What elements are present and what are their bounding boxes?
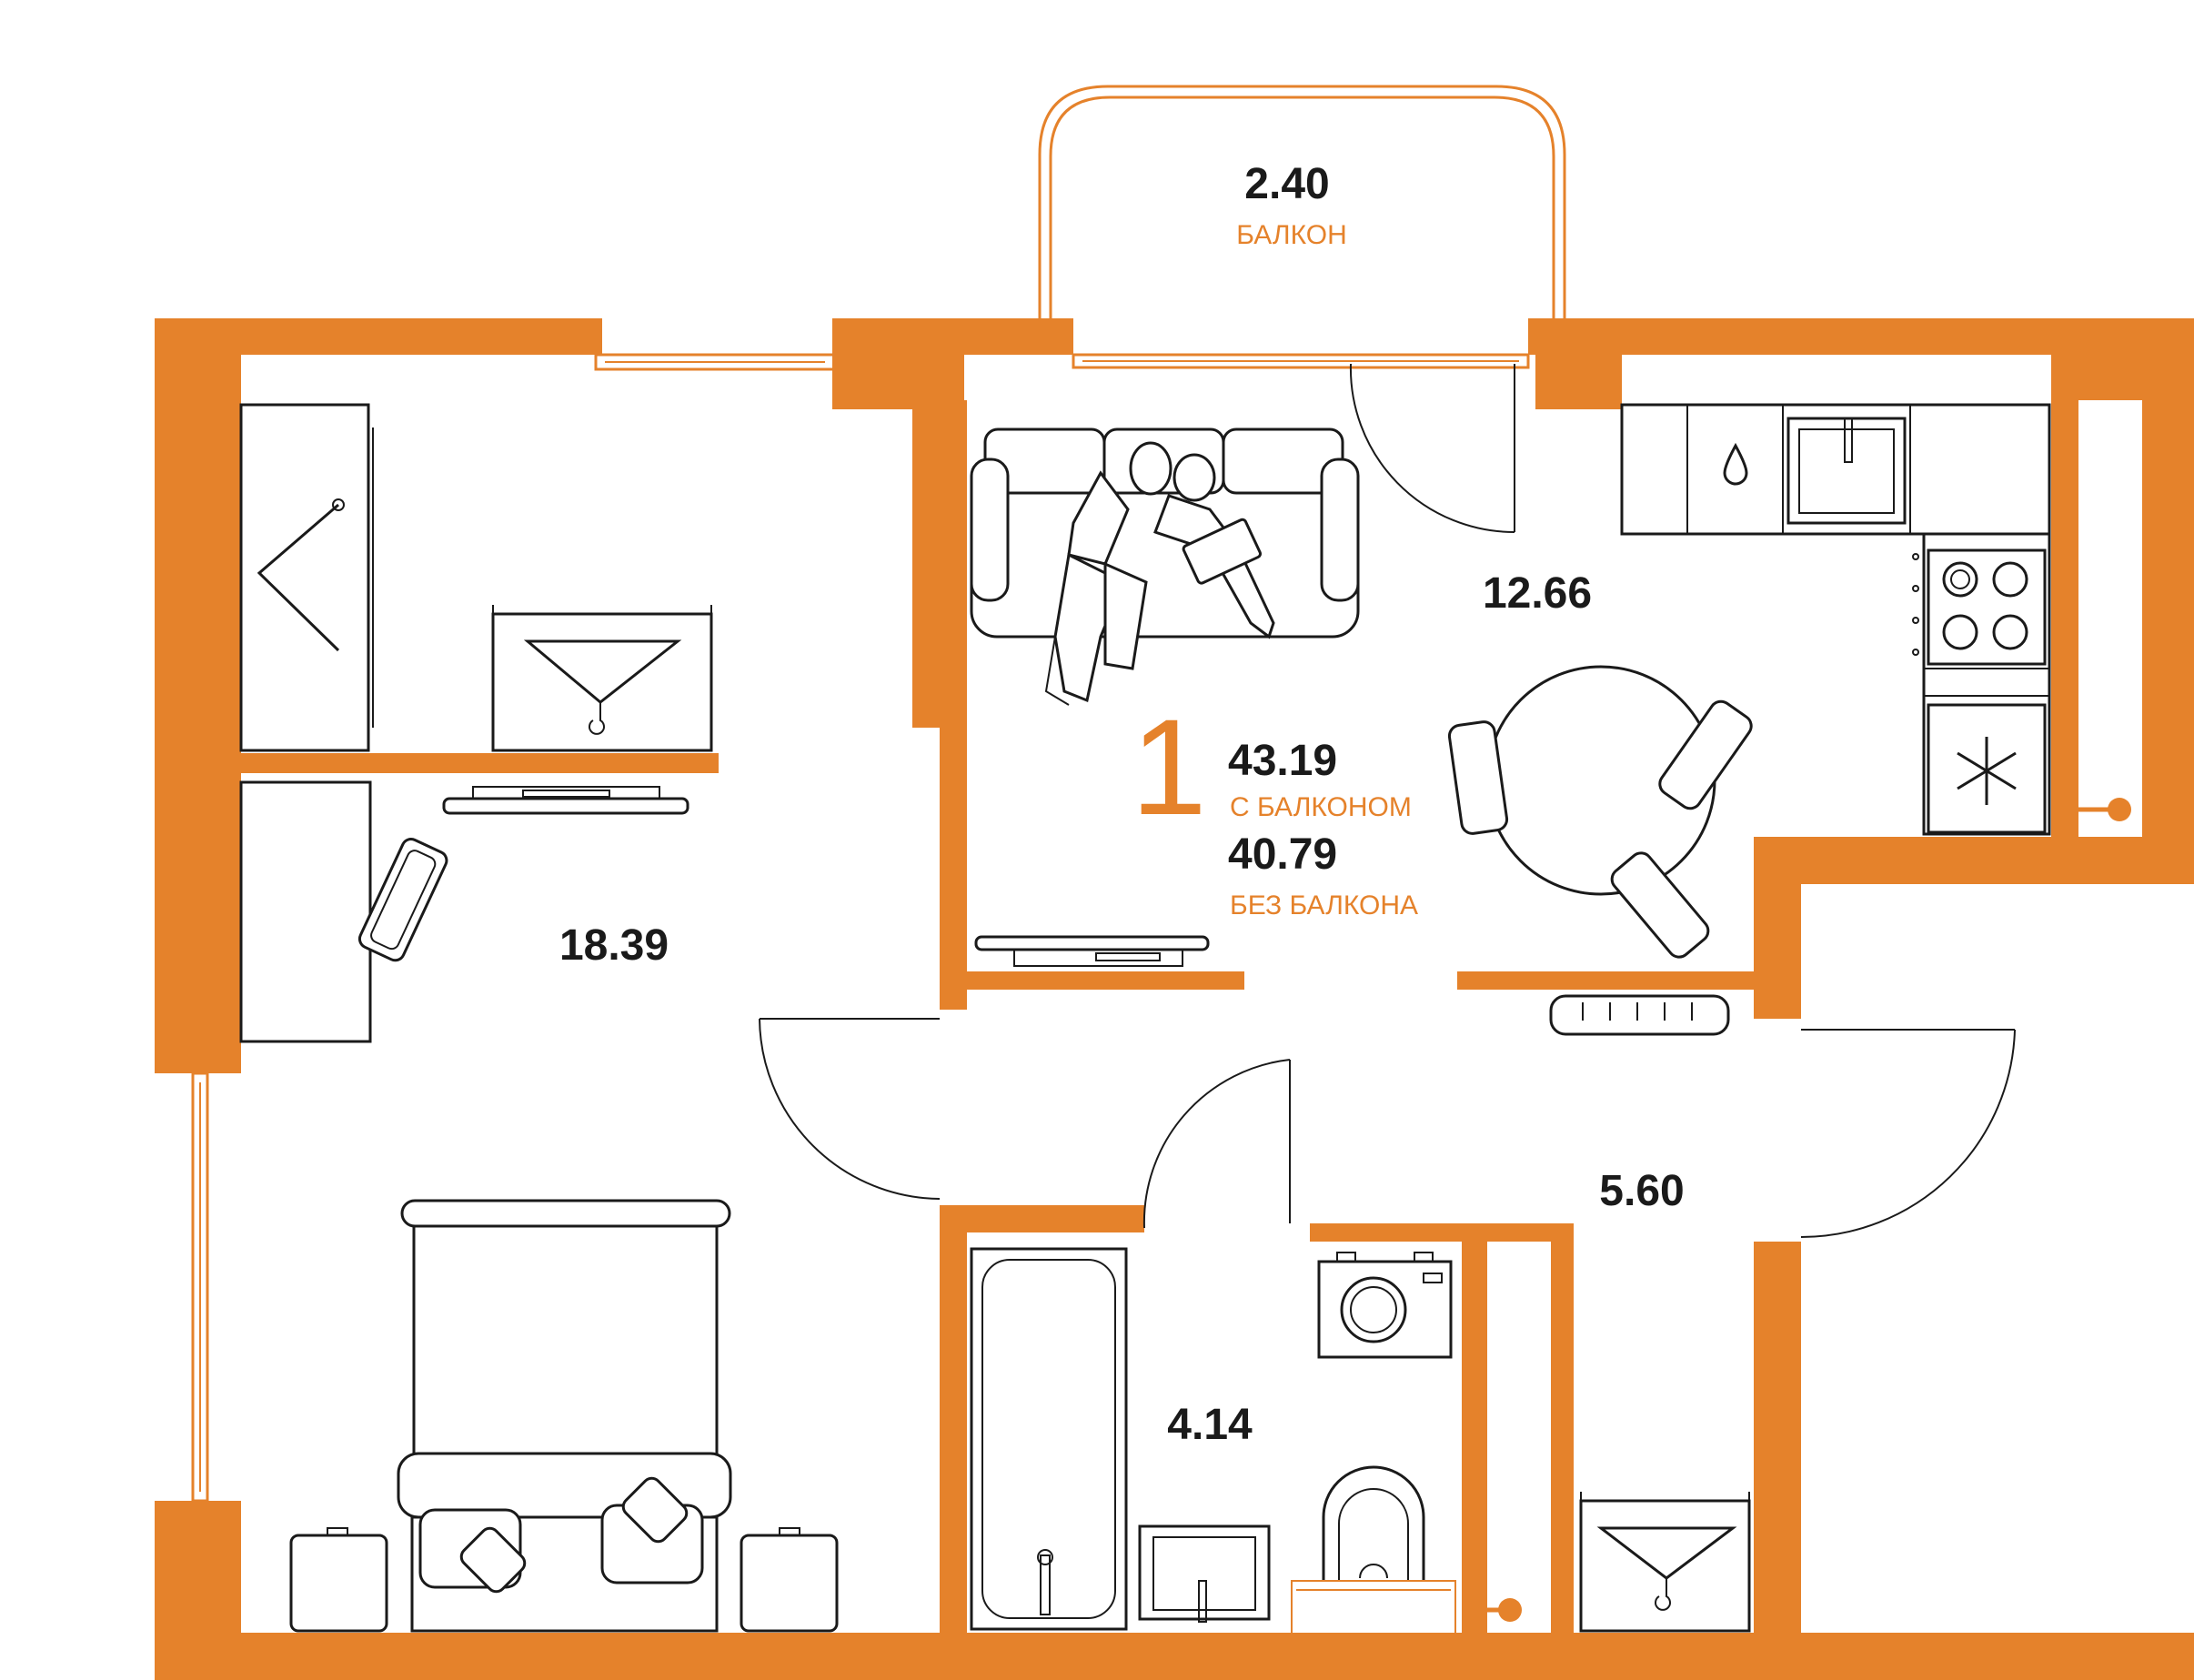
bathroom-area: 4.14 xyxy=(1167,1401,1253,1449)
chair xyxy=(357,838,448,962)
hanger-icon xyxy=(523,639,682,735)
total-with-balcony-area: 43.19 xyxy=(1228,737,1337,785)
hall-wardrobe xyxy=(1579,1492,1751,1633)
toilet xyxy=(1291,1465,1456,1635)
windows xyxy=(159,323,1530,1503)
snowflake-icon xyxy=(1927,703,2047,834)
riser-kitchen xyxy=(2051,798,2131,821)
tv-cabinet xyxy=(491,605,713,752)
rooms-count: 1 xyxy=(1131,690,1206,843)
pillow-right xyxy=(600,1476,704,1584)
dining-table xyxy=(1447,665,1753,959)
stove-icon xyxy=(1912,548,2047,666)
radiator xyxy=(1549,994,1730,1036)
kitchen-living-area: 12.66 xyxy=(1483,569,1592,618)
washbasin xyxy=(1138,1524,1271,1623)
doors xyxy=(759,363,2016,1238)
bed xyxy=(397,1199,732,1633)
nightstand-left xyxy=(289,1527,388,1633)
hallway-area: 5.60 xyxy=(1599,1167,1684,1215)
balcony xyxy=(1038,85,1566,318)
tv-living xyxy=(974,935,1210,967)
area-labels: 2.40 БАЛКОН 12.66 1 43.19 С БАЛКОНОМ 40.… xyxy=(559,160,1685,1449)
hanger-icon xyxy=(1596,1526,1737,1611)
bedroom-area: 18.39 xyxy=(559,921,669,970)
total-without-balcony-label: БЕЗ БАЛКОНА xyxy=(1230,890,1418,920)
wardrobe xyxy=(239,403,374,752)
sink xyxy=(1786,417,1907,525)
total-without-balcony-area: 40.79 xyxy=(1228,830,1337,879)
riser-bathroom xyxy=(1462,1598,1522,1622)
pillow-left xyxy=(418,1508,527,1594)
washing-machine-icon xyxy=(1317,1252,1453,1359)
bathtub xyxy=(970,1247,1128,1631)
balcony-label: БАЛКОН xyxy=(1236,220,1347,250)
people-on-sofa xyxy=(1044,441,1275,706)
balcony-area: 2.40 xyxy=(1244,160,1329,208)
total-with-balcony-label: С БАЛКОНОМ xyxy=(1230,792,1412,822)
water-drop-icon xyxy=(1723,442,1748,486)
sofa xyxy=(970,428,1360,639)
nightstand-right xyxy=(740,1527,839,1633)
hanger-icon xyxy=(257,498,345,652)
desk xyxy=(239,780,372,1043)
tv xyxy=(442,786,689,815)
walls xyxy=(155,318,2194,1680)
